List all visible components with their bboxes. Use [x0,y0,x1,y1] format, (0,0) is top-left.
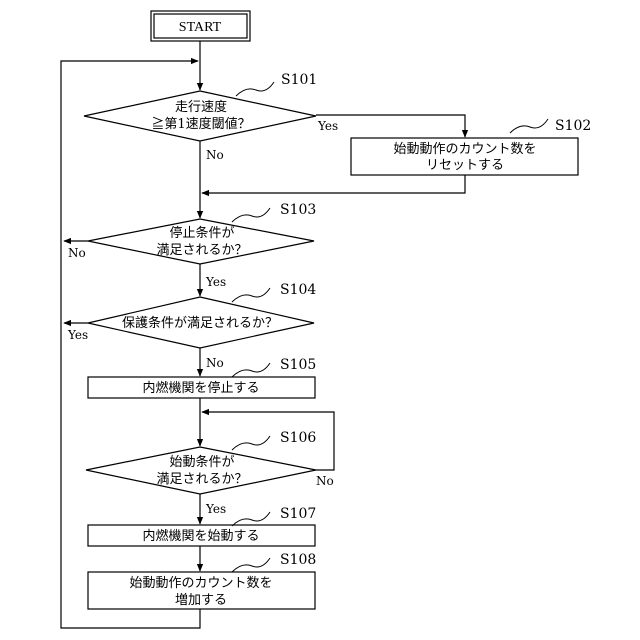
process-s107: 内燃機関を始動する [88,525,315,546]
step-id-s102: S102 [555,118,591,134]
process-s102: 始動動作のカウント数を リセットする [351,138,578,175]
decision-s104: 保護条件が満足されるか？ [88,297,314,348]
decision-s103: 停止条件が 満足されるか？ [88,219,314,264]
s101-line-2: ≧第1速度閾値？ [151,116,250,132]
decision-s106: 始動条件が 満足されるか？ [86,447,316,494]
step-id-s107: S107 [280,506,316,522]
step-id-s108: S108 [280,552,316,568]
s102-line-2: リセットする [426,158,504,173]
label-s106-yes: Yes [205,502,226,516]
leader-s105 [232,363,270,377]
process-s105: 内燃機関を停止する [88,377,315,398]
label-s106-no: No [316,474,334,488]
leader-s104 [232,288,270,302]
s105-line-1: 内燃機関を停止する [142,380,259,396]
decision-s101: 走行速度 ≧第1速度閾値？ [84,91,316,141]
s108-line-1: 始動動作のカウント数を [129,576,272,591]
label-s101-no: No [206,148,224,162]
label-s103-no: No [68,246,86,260]
step-id-s106: S106 [280,430,316,446]
process-s108: 始動動作のカウント数を 増加する [88,572,315,609]
step-id-s104: S104 [280,282,316,298]
start-terminal: START [151,11,250,41]
s106-line-1: 始動条件が [169,454,234,470]
step-id-s105: S105 [280,357,316,373]
s103-line-1: 停止条件が [169,225,234,241]
start-label: START [179,20,222,35]
leader-s103 [232,208,270,222]
step-id-s101: S101 [281,72,317,88]
s103-line-2: 満足されるか？ [156,243,247,258]
label-s104-yes: Yes [67,328,88,342]
leader-s107 [232,512,270,526]
label-s101-yes: Yes [317,119,338,133]
arrow-s101-yes [316,115,465,137]
label-s104-no: No [206,356,224,370]
step-id-s103: S103 [280,202,316,218]
s107-line-1: 内燃機関を始動する [142,528,259,544]
s104-line-1: 保護条件が満足されるか？ [122,315,278,331]
leader-s106 [232,436,270,450]
s108-line-2: 増加する [175,593,227,608]
s101-line-1: 走行速度 [175,99,227,115]
leader-s101 [236,82,274,96]
leader-s102 [510,119,548,133]
s106-line-2: 満足されるか？ [156,472,247,487]
arrow-s102-return [202,175,465,193]
s102-line-1: 始動動作のカウント数を [393,142,536,157]
leader-s108 [232,558,270,572]
label-s103-yes: Yes [205,275,226,289]
